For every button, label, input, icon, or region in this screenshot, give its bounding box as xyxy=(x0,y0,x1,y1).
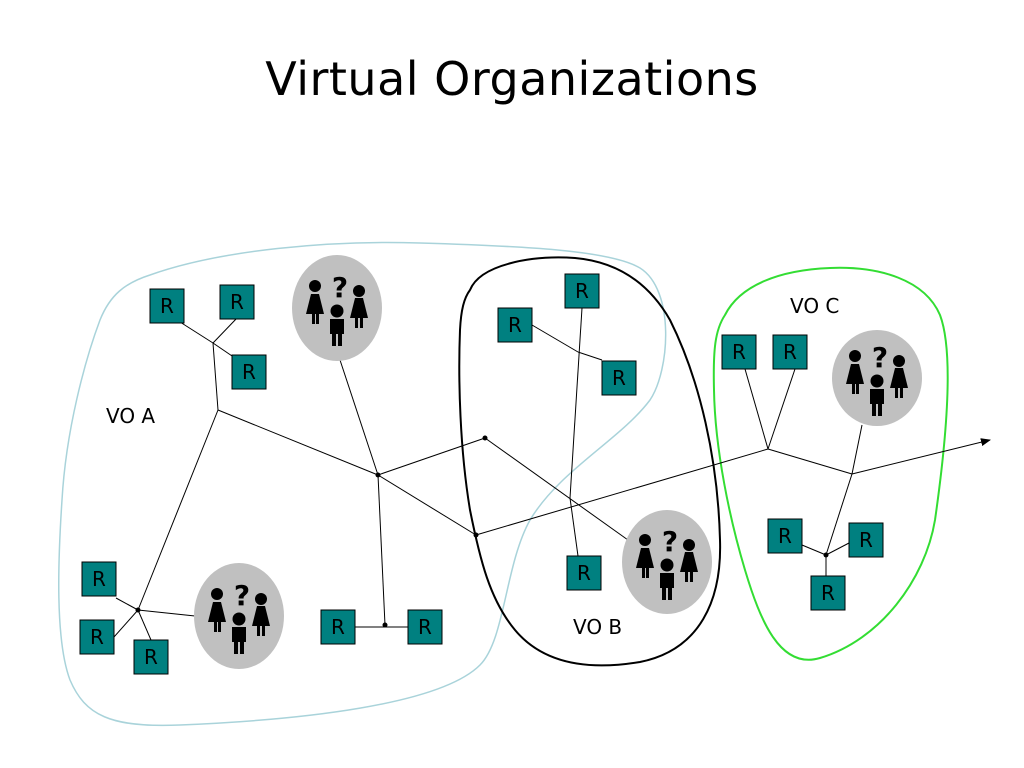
arrow-line xyxy=(851,438,991,475)
resource-label: R xyxy=(90,625,104,649)
question-mark: ? xyxy=(872,341,888,374)
resource-box: R xyxy=(149,288,185,324)
connection-line xyxy=(212,342,219,411)
resource-box: R xyxy=(407,609,443,645)
network-links xyxy=(113,307,991,641)
connection-line xyxy=(217,409,379,476)
connection-line xyxy=(115,597,139,611)
connection-line xyxy=(475,448,769,536)
resource-label: R xyxy=(418,615,432,639)
network-node xyxy=(382,622,388,628)
resource-box: R xyxy=(564,273,600,309)
resource-label: R xyxy=(508,313,522,337)
resource-label: R xyxy=(242,360,256,384)
connection-line xyxy=(179,321,214,344)
network-nodes xyxy=(135,435,829,628)
resource-label: R xyxy=(331,615,345,639)
resource-label: R xyxy=(821,581,835,605)
connection-line xyxy=(577,351,603,361)
question-mark: ? xyxy=(662,525,678,558)
resource-box: R xyxy=(320,609,356,645)
connection-line xyxy=(484,437,629,541)
resource-label: R xyxy=(577,561,591,585)
connection-line xyxy=(113,609,139,638)
network-node xyxy=(482,435,488,441)
resource-box: R xyxy=(231,354,267,390)
resource-label: R xyxy=(144,645,158,669)
connection-line xyxy=(767,448,853,475)
resource-label: R xyxy=(575,279,589,303)
network-node xyxy=(823,552,829,558)
resource-box: R xyxy=(133,639,169,675)
connection-line xyxy=(569,307,583,499)
connection-line xyxy=(801,544,827,556)
connection-line xyxy=(377,437,486,476)
connection-line xyxy=(339,359,379,476)
resource-label: R xyxy=(230,290,244,314)
connection-line xyxy=(212,317,238,344)
connection-line xyxy=(137,609,196,617)
connection-line xyxy=(377,474,477,536)
vo-a-boundary xyxy=(57,241,667,727)
network-node xyxy=(375,472,381,478)
network-node xyxy=(135,607,141,613)
user-group: ? xyxy=(832,330,922,426)
connection-line xyxy=(377,474,386,626)
resource-box: R xyxy=(219,284,255,320)
resource-label: R xyxy=(160,294,174,318)
resource-label: R xyxy=(783,340,797,364)
resource-box: R xyxy=(566,555,602,591)
user-group: ? xyxy=(622,510,712,614)
question-mark: ? xyxy=(332,271,348,304)
connection-line xyxy=(137,409,219,611)
resource-label: R xyxy=(732,340,746,364)
resource-box: R xyxy=(767,518,803,554)
connection-line xyxy=(212,342,236,359)
network-node xyxy=(473,532,479,538)
resource-box: R xyxy=(848,522,884,558)
resource-label: R xyxy=(859,528,873,552)
user-group: ? xyxy=(194,563,284,669)
resource-box: R xyxy=(601,360,637,396)
resource-label: R xyxy=(778,524,792,548)
vo-a-label: VO A xyxy=(106,404,155,428)
vo-b-label: VO B xyxy=(573,615,622,639)
connection-line xyxy=(137,609,152,641)
resource-box: R xyxy=(810,575,846,611)
vo-c-label: VO C xyxy=(790,294,839,318)
vo-c-boundary xyxy=(712,266,949,661)
resource-box: R xyxy=(721,334,757,370)
connection-line xyxy=(825,542,850,556)
connection-line xyxy=(825,473,853,556)
question-mark: ? xyxy=(234,579,250,612)
connection-line xyxy=(569,497,579,557)
resource-box: R xyxy=(79,619,115,655)
connection-line xyxy=(744,368,769,450)
connection-line xyxy=(767,368,796,450)
resource-box: R xyxy=(81,561,117,597)
user-group: ? xyxy=(292,255,382,361)
slide-title: Virtual Organizations xyxy=(265,52,759,106)
connection-line xyxy=(851,424,863,475)
resource-label: R xyxy=(612,366,626,390)
connection-line xyxy=(531,324,579,353)
resource-box: R xyxy=(772,334,808,370)
resource-label: R xyxy=(92,567,106,591)
resource-box: R xyxy=(497,307,533,343)
vo-b-boundary xyxy=(458,256,722,667)
